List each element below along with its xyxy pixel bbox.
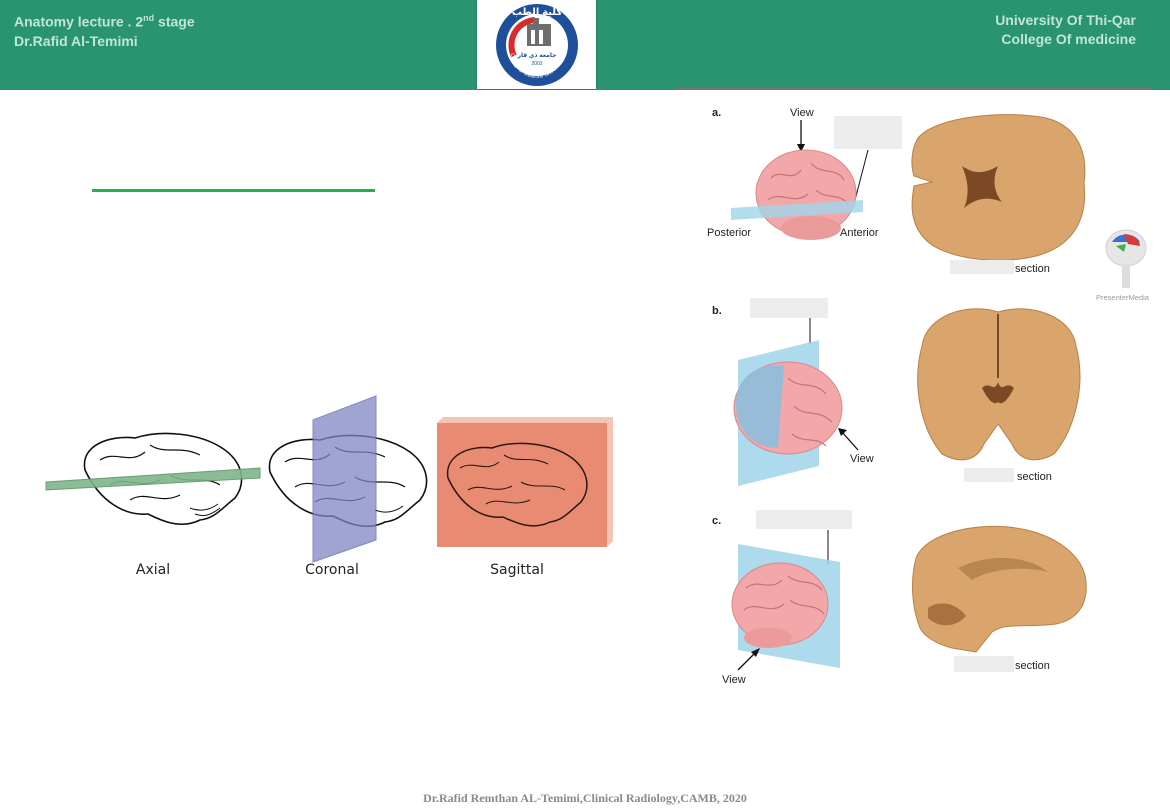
panel-b-view-arrow	[841, 431, 859, 451]
panel-b-section-label: section	[1017, 471, 1052, 483]
panel-c-arrowhead-icon	[751, 648, 760, 657]
panel-c-brain	[731, 562, 829, 648]
panel-a-axial-section	[911, 114, 1086, 261]
panel-c-view-arrow	[737, 651, 757, 671]
panel-a-posterior-label: Posterior	[707, 227, 751, 239]
coronal-label: Coronal	[305, 562, 359, 578]
presentermedia-watermark: PresenterMedia	[1096, 229, 1150, 302]
panel-a-axial-plane	[731, 200, 863, 220]
logo-arabic-center: جامعة ذي قار	[517, 52, 557, 59]
panel-c-blank-label-box	[756, 510, 852, 529]
university-name: University Of Thi-Qar	[995, 12, 1136, 28]
axial-plane	[45, 467, 261, 491]
panel-c-blank-section-box	[954, 656, 1014, 672]
panel-c-letter: c.	[712, 515, 721, 527]
panel-a-view-label: View	[790, 107, 814, 119]
logo-arabic-top: كلية الطب	[512, 7, 563, 18]
sagittal-plane	[437, 423, 607, 547]
header-left: Anatomy lecture . 2nd stage Dr.Rafid Al-…	[14, 9, 195, 51]
panel-b-coronal-section	[917, 308, 1081, 461]
sagittal-label: Sagittal	[490, 562, 544, 578]
logo-emblem-icon: كلية الطب جامعة ذي قار 2002 College of M…	[475, 0, 578, 86]
panel-a-letter: a.	[712, 107, 721, 119]
panel-c-section-label: section	[1015, 660, 1050, 672]
college-name: College Of medicine	[1001, 31, 1136, 47]
sagittal-plane-side	[607, 417, 613, 547]
axial-label: Axial	[136, 562, 170, 578]
coronal-plane	[312, 395, 377, 563]
logo-year: 2002	[531, 61, 542, 67]
panel-a-blank-label-box	[834, 116, 902, 149]
brain-region-red	[1124, 234, 1140, 246]
anatomical-planes-figure: Axial Coronal Sagittal	[45, 395, 613, 578]
panel-b-arrowhead-icon	[838, 428, 847, 436]
lecturer-name: Dr.Rafid Al-Temimi	[14, 32, 138, 49]
panel-c-view-label: View	[722, 674, 746, 686]
sagittal-brain	[446, 442, 588, 527]
panel-a-section-label: section	[1015, 263, 1050, 275]
footer-credit: Dr.Rafid Remthan AL-Temimi,Clinical Radi…	[423, 791, 747, 805]
panel-c-sagittal-section	[912, 525, 1087, 653]
panel-a-anterior-label: Anterior	[840, 227, 879, 239]
panel-b-blank-label-box	[750, 298, 828, 318]
header-right: University Of Thi-Qar College Of medicin…	[995, 11, 1136, 49]
sagittal-plane-top	[437, 417, 613, 423]
panel-a-blank-section-box	[950, 260, 1014, 274]
watermark-text: PresenterMedia	[1096, 293, 1150, 302]
panel-b-brain	[733, 361, 843, 455]
panel-a-arrowhead-icon	[797, 144, 805, 152]
panel-b-blank-section-box	[964, 468, 1014, 482]
brain-sections-figure: a. View Posterior Anterior section b. Vi…	[676, 88, 1152, 686]
panel-b-letter: b.	[712, 305, 722, 317]
panel-b-view-label: View	[850, 453, 874, 465]
lecture-title: Anatomy lecture . 2nd stage	[14, 13, 195, 30]
title-underline	[92, 189, 375, 192]
college-logo: كلية الطب جامعة ذي قار 2002 College of M…	[475, 0, 596, 89]
spine-icon	[1122, 264, 1130, 288]
brain-region-green	[1116, 244, 1126, 252]
